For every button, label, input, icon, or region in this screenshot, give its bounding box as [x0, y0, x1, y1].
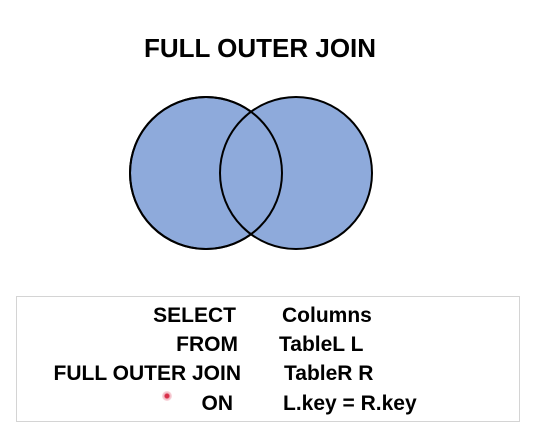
sql-query-box: SELECT Columns FROM TableL L FULL OUTER … — [16, 296, 520, 422]
left-set-outline — [129, 96, 283, 250]
sql-value: Columns — [282, 304, 372, 327]
pointer-cursor-icon — [162, 391, 172, 401]
sql-keyword: ON — [201, 392, 234, 415]
sql-line-join: FULL OUTER JOIN TableR R — [17, 361, 519, 387]
sql-value: TableR R — [284, 362, 374, 385]
sql-keyword: FULL OUTER JOIN — [53, 362, 241, 385]
venn-diagram — [129, 96, 373, 250]
sql-keyword: SELECT — [153, 304, 236, 327]
sql-line-on: ON L.key = R.key — [17, 391, 519, 417]
sql-keyword: FROM — [176, 333, 238, 356]
sql-line-from: FROM TableL L — [17, 332, 519, 358]
right-set-circle — [219, 96, 373, 250]
sql-value: L.key = R.key — [283, 392, 417, 415]
diagram-title: FULL OUTER JOIN — [143, 33, 377, 63]
sql-value: TableL L — [279, 333, 364, 356]
sql-line-select: SELECT Columns — [17, 303, 519, 329]
